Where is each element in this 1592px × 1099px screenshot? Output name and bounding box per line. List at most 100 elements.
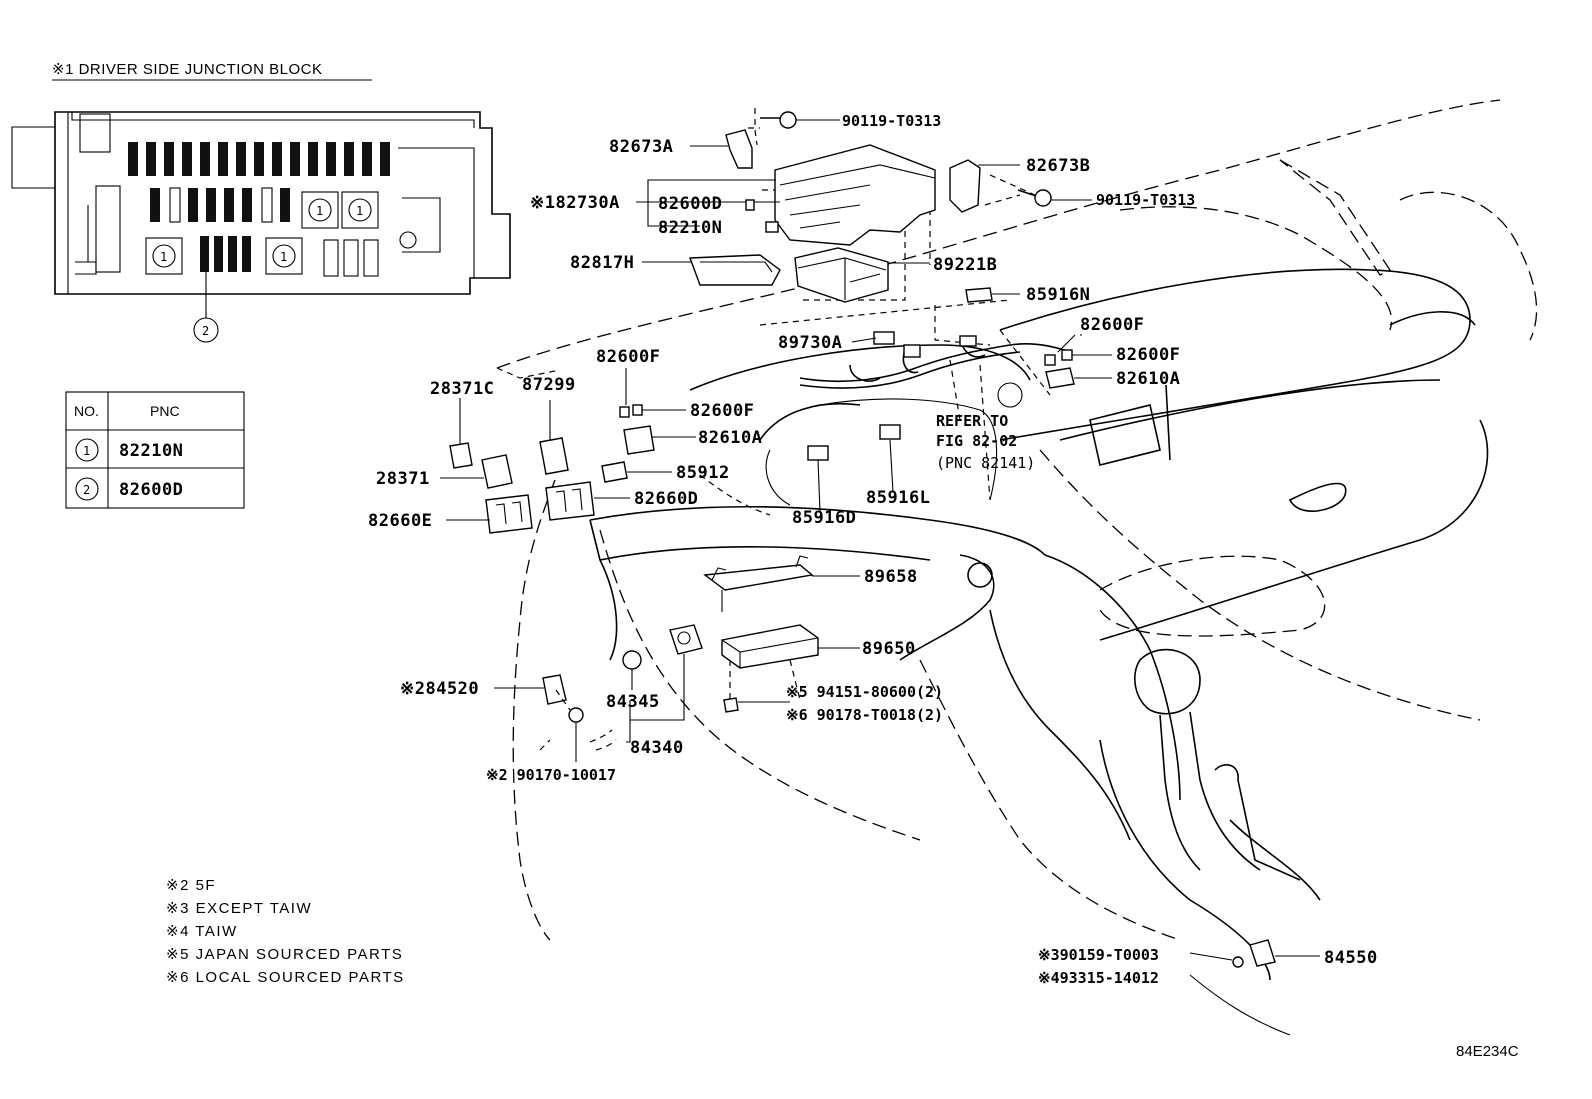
- junction-block-housing: [54, 111, 511, 295]
- relay-87299: [539, 437, 569, 475]
- svg-text:1: 1: [280, 250, 287, 264]
- connector-85916d: [807, 445, 829, 461]
- junction-block-mount-hole: [399, 231, 417, 249]
- fuse-82600f-r2: [1061, 349, 1073, 361]
- relay-slot-a: [301, 191, 339, 229]
- label-94151: ※5 94151-80600(2): [786, 683, 943, 701]
- clip-90170: [568, 707, 584, 723]
- label-90170: ※2 90170-10017: [486, 766, 616, 784]
- junction-block-title: ※1 DRIVER SIDE JUNCTION BLOCK: [52, 61, 322, 78]
- label-89658: 89658: [864, 567, 918, 587]
- pnc-table: NO. PNC 1 82210N 2 82600D: [65, 391, 245, 509]
- floor-line: [599, 529, 921, 841]
- label-87299: 87299: [522, 375, 576, 395]
- relay-block-82660d: [545, 481, 595, 521]
- part-84345: [622, 650, 642, 670]
- connector-harness-a: [903, 344, 921, 358]
- fuse-row-top: [128, 142, 390, 176]
- pnc-row-1-no: 1: [83, 444, 90, 458]
- label-93315: ※493315-14012: [1038, 969, 1159, 987]
- label-82730a: ※182730A: [530, 193, 620, 213]
- cluster-left: [759, 402, 861, 441]
- relay-82210n: [765, 221, 779, 233]
- parking-brake: [1214, 764, 1301, 881]
- svg-text:1: 1: [356, 204, 363, 218]
- junction-block-inset: ※1 DRIVER SIDE JUNCTION BLOCK: [11, 61, 511, 343]
- connector-85916l: [879, 424, 901, 440]
- connector-89730a: [873, 331, 895, 345]
- label-82673b: 82673B: [1026, 156, 1090, 176]
- pnc-row-2-value: 82600D: [119, 480, 183, 500]
- fuse-row-bottom: [200, 236, 379, 277]
- label-28371c: 28371C: [430, 379, 494, 399]
- left-group-dash: [496, 367, 561, 379]
- dash-hood: [1119, 206, 1393, 331]
- dash-mid-line: [1059, 379, 1441, 441]
- ecu-bracket-dashes: [748, 108, 760, 146]
- label-90178: ※6 90178-T0018(2): [786, 706, 943, 724]
- console-floor-line: [1189, 974, 1291, 1036]
- figure-code: 84E234C: [1456, 1043, 1519, 1060]
- switch-84340: [669, 624, 703, 655]
- callout-2-number: 2: [202, 324, 209, 338]
- bracket-82673a: [725, 129, 753, 169]
- ecu-82730a-detail: [779, 164, 936, 229]
- part-labels: 90119-T0313 82673A 82673B 90119-T0313 ※1…: [368, 112, 1377, 987]
- relay-28371c: [449, 442, 473, 469]
- leader-89730a: [851, 337, 877, 343]
- left-kick-panel: [512, 479, 556, 941]
- pnc-table-header-pnc: PNC: [150, 403, 180, 419]
- glovebox-latch: [1288, 482, 1347, 512]
- label-84520: ※284520: [400, 679, 479, 699]
- glovebox-bottom: [1039, 449, 1481, 721]
- cluster-knob: [997, 382, 1023, 408]
- junction-block-tab: [79, 113, 111, 153]
- relay-slot-c: [145, 237, 183, 275]
- label-89221b: 89221B: [933, 255, 997, 275]
- switch-dash: [589, 729, 617, 751]
- footnote-2: ※3 EXCEPT TAIW: [166, 900, 312, 917]
- dashboard-outline: [496, 99, 1538, 981]
- junction-block-flange: [11, 112, 69, 294]
- bracket-82673b: [949, 159, 981, 213]
- left-fuse-group: [440, 367, 771, 534]
- fuse-82600f-a: [619, 406, 630, 418]
- fuse-row-middle: [150, 187, 290, 223]
- label-82673a: 82673A: [609, 137, 673, 157]
- label-85916l: 85916L: [866, 488, 930, 508]
- ecu-89221b-detail: [797, 257, 887, 300]
- junction-block-edge: [71, 112, 475, 128]
- relay-28371: [481, 454, 513, 489]
- dash-82660d: [699, 474, 771, 516]
- shift-knob: [1134, 648, 1201, 715]
- relay-slots: 1 1 1 1: [145, 191, 379, 275]
- tray-82817h: [689, 254, 781, 286]
- switch-84520: [542, 674, 567, 705]
- wiring-harness: [759, 287, 1112, 513]
- pnc-row-1-value: 82210N: [119, 441, 183, 461]
- wire-main: [799, 343, 1071, 383]
- label-82660e: 82660E: [368, 511, 432, 531]
- relay-block-82660e: [485, 494, 533, 534]
- tray-82817h-inner: [700, 261, 773, 273]
- label-85916n: 85916N: [1026, 285, 1090, 305]
- label-85916d: 85916D: [792, 508, 856, 528]
- shift-boot-right: [1189, 711, 1261, 871]
- bracket-89658: [703, 564, 814, 591]
- junction-block-clip: [75, 205, 97, 275]
- refer-line-3: (PNC 82141): [936, 454, 1035, 472]
- fuse-82600d: [745, 199, 755, 211]
- console-left: [989, 609, 1131, 841]
- bracket-82673b-dash: [984, 174, 1036, 206]
- wire-drop-1: [849, 364, 881, 382]
- ecu-82730a: [774, 144, 936, 246]
- relay-block-82660d-slots: [555, 488, 583, 513]
- switch-84550: [1249, 939, 1276, 967]
- leader-82730a-group: [636, 179, 776, 227]
- label-82600d: 82600D: [658, 194, 722, 214]
- label-28371: 28371: [376, 469, 430, 489]
- footnote-3: ※4 TAIW: [166, 923, 238, 940]
- leader-85916d: [817, 459, 821, 513]
- junction-block-socket-left: [95, 185, 121, 273]
